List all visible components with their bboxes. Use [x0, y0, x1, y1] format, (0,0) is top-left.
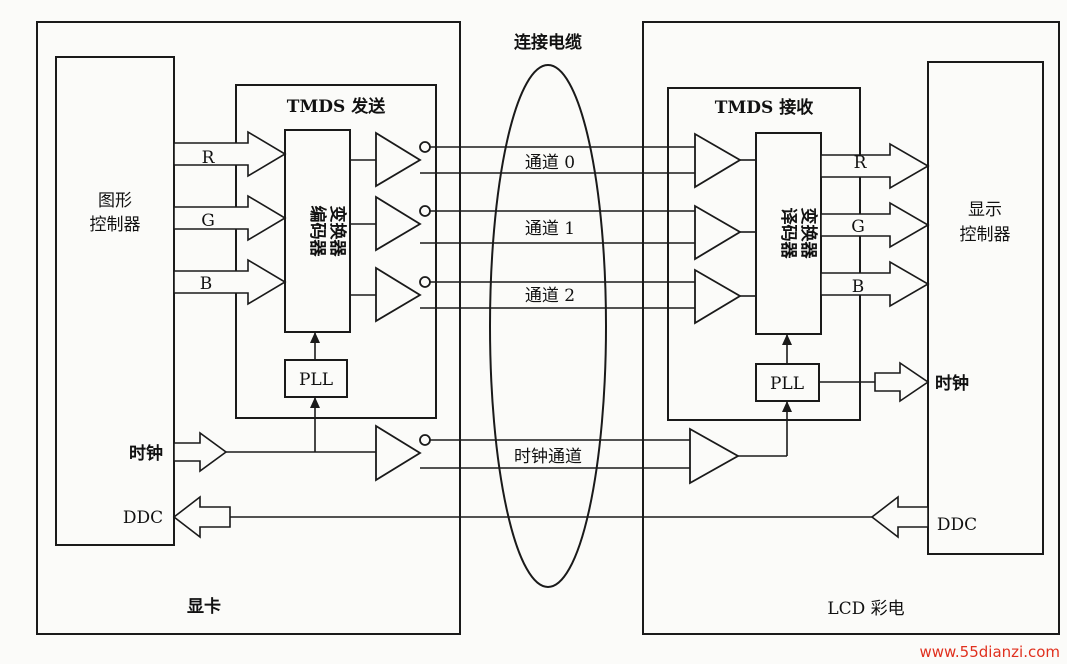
tx-driver-triangles [375, 131, 431, 482]
encoder-outputs [350, 159, 376, 296]
lcd-tv-label: LCD 彩电 [827, 599, 904, 619]
b-tx-label: B [200, 274, 213, 294]
graphics-controller-label-1: 图形 [98, 191, 132, 211]
channel-1-label: 通道 1 [525, 219, 575, 239]
pll-rx-box [755, 363, 820, 402]
decoder-inputs [740, 159, 756, 297]
rgb-output-arrows [820, 142, 930, 308]
encoder-label-2: 变换器 [327, 206, 348, 258]
ddc-path [172, 495, 929, 539]
ddc-left-label: DDC [123, 508, 163, 528]
rgb-input-arrows [173, 130, 287, 306]
decoder-label-2: 变换器 [798, 208, 819, 260]
channel-2-label: 通道 2 [525, 286, 575, 306]
display-controller-label-2: 控制器 [960, 225, 1011, 245]
tmds-rx-label: TMDS 接收 [715, 97, 813, 118]
clock-channel-label: 时钟通道 [514, 447, 582, 467]
channel-0-label: 通道 0 [525, 153, 575, 173]
pll-rx-label: PLL [770, 374, 804, 394]
rx-clock-path [738, 334, 930, 457]
g-rx-label: G [851, 217, 865, 237]
r-tx-label: R [202, 148, 216, 168]
pll-tx-box [284, 359, 348, 398]
graphics-controller-box [55, 56, 175, 546]
rx-receiver-triangles [689, 132, 742, 485]
watermark: www.55dianzi.com [919, 643, 1060, 661]
tmds-tx-label: TMDS 发送 [287, 96, 386, 117]
tx-clock-path [173, 332, 376, 473]
ddc-right-label: DDC [937, 515, 977, 535]
graphics-controller-label-2: 控制器 [90, 215, 141, 235]
decoder-label-1: 译码器 [778, 208, 798, 260]
graphics-card-label: 显卡 [187, 596, 221, 617]
channel-pairs [420, 146, 695, 469]
encoder-box [284, 129, 351, 333]
clock-in-label: 时钟 [129, 443, 163, 464]
g-tx-label: G [201, 211, 215, 231]
clock-out-label: 时钟 [935, 373, 969, 394]
cable-label: 连接电缆 [514, 32, 582, 53]
decoder-box [755, 132, 822, 335]
display-controller-box [927, 61, 1044, 555]
b-rx-label: B [852, 277, 865, 297]
encoder-label-1: 编码器 [307, 206, 328, 258]
pll-tx-label: PLL [299, 370, 333, 390]
cable-ellipse [489, 64, 607, 588]
display-controller-label-1: 显示 [968, 200, 1002, 220]
r-rx-label: R [854, 153, 868, 173]
